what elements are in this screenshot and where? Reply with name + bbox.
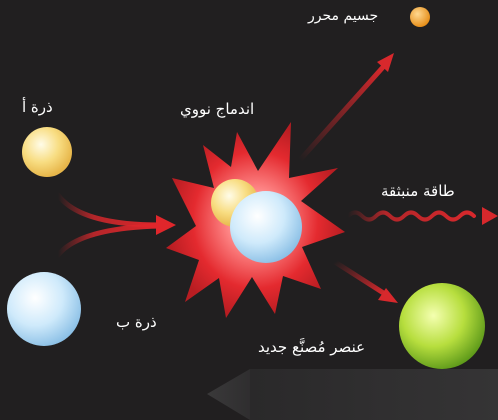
fusion-atom-b <box>230 191 302 263</box>
input-arrow <box>55 192 176 258</box>
free-particle <box>410 7 430 27</box>
atom-b-label: ذرة ب <box>116 313 157 331</box>
atom-a <box>22 127 72 177</box>
energy-wave-arrow <box>346 207 498 225</box>
element-arrow <box>332 259 398 303</box>
bottom-direction-arrow <box>207 369 250 420</box>
free-particle-label: جسيم محرر <box>308 8 379 24</box>
fusion-label: اندماج نووي <box>180 100 255 118</box>
atom-a-label: ذرة أ <box>22 98 53 116</box>
released-energy-label: طاقة منبثقة <box>381 182 455 200</box>
new-element-label: عنصر مُصنَّع جديد <box>258 338 366 356</box>
atom-b <box>7 272 81 346</box>
particle-arrow <box>297 53 394 163</box>
new-element <box>399 283 485 369</box>
bottom-bar <box>250 369 498 420</box>
